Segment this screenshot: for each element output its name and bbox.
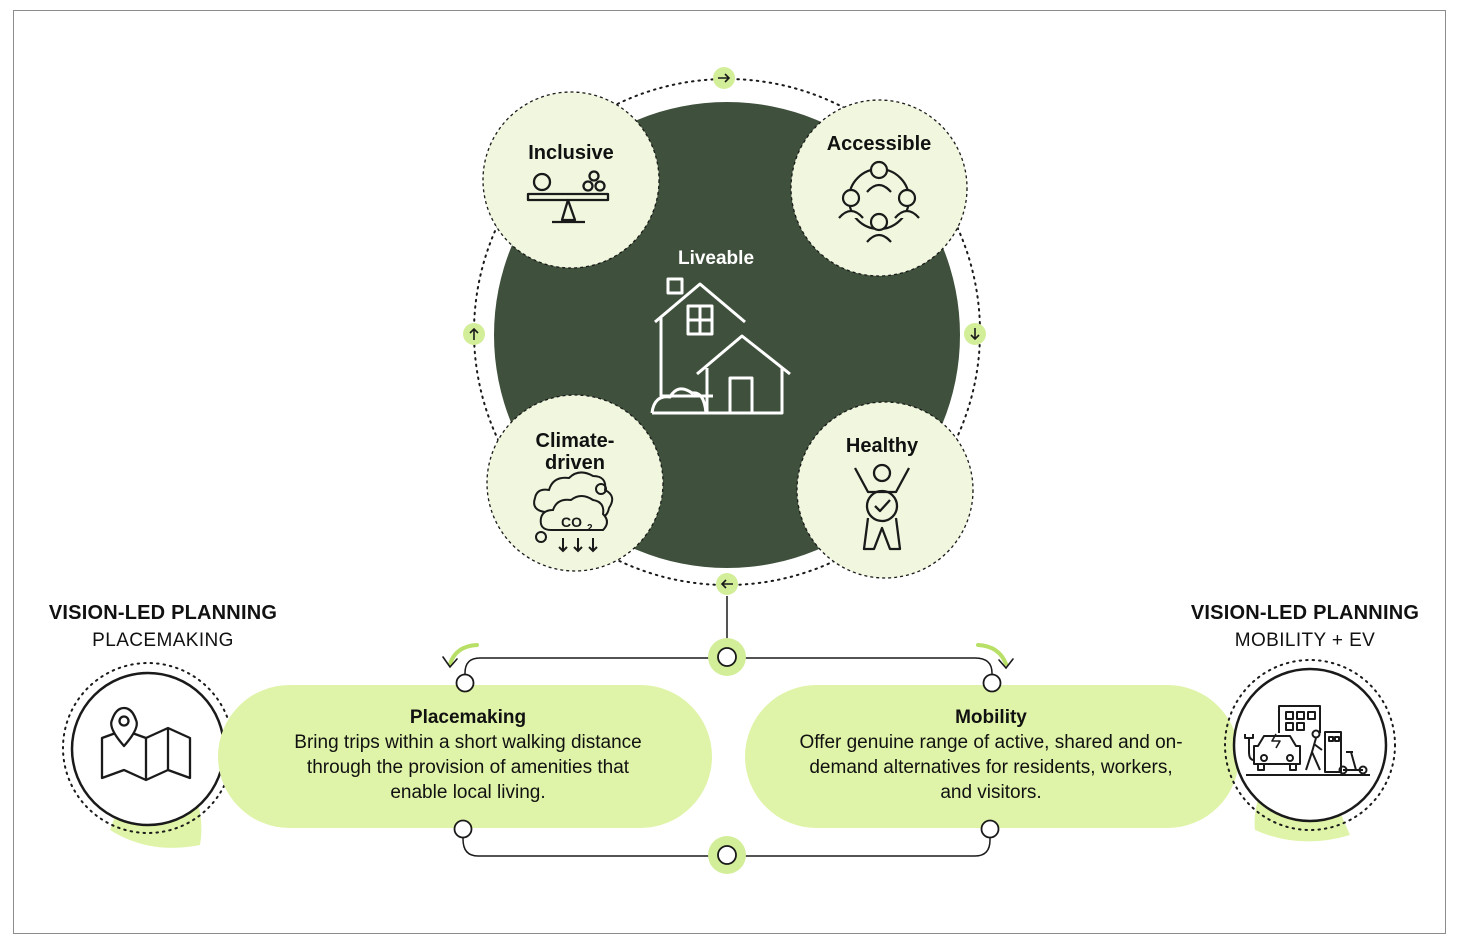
right-icon-dotted-ring bbox=[1224, 659, 1396, 831]
person-check-icon bbox=[853, 463, 911, 551]
inclusive-circle bbox=[482, 91, 660, 269]
svg-text:CO: CO bbox=[561, 514, 582, 530]
orbit-arrow-right bbox=[964, 323, 986, 345]
connector-node-pill-right-top bbox=[982, 673, 1002, 693]
placemaking-title: Placemaking bbox=[409, 707, 527, 728]
connector-node-bottom-center bbox=[708, 836, 746, 874]
ev-mobility-icon bbox=[1244, 705, 1370, 776]
placemaking-description: Bring trips within a short walking dista… bbox=[294, 732, 642, 803]
right-icon-circle bbox=[1232, 667, 1388, 823]
climate-label: Climate- driven bbox=[535, 430, 615, 474]
mobility-pill bbox=[745, 685, 1239, 828]
accessible-label: Accessible bbox=[826, 133, 932, 155]
connector-node-pill-left-top bbox=[455, 673, 475, 693]
connector-node-pill-left-bottom bbox=[453, 819, 473, 839]
orbit-arrow-bottom bbox=[716, 573, 738, 595]
healthy-label: Healthy bbox=[845, 435, 919, 457]
right-heading: VISION-LED PLANNING bbox=[1190, 602, 1420, 624]
people-network-icon bbox=[838, 160, 920, 243]
orbit-arrow-left bbox=[463, 323, 485, 345]
left-heading: VISION-LED PLANNING bbox=[48, 602, 278, 624]
healthy-circle bbox=[796, 401, 974, 579]
mobility-pill-text: Mobility Offer genuine range of active, … bbox=[795, 706, 1187, 805]
mobility-title: Mobility bbox=[955, 707, 1027, 728]
diagram-frame bbox=[13, 10, 1446, 934]
climate-circle bbox=[486, 394, 664, 572]
co2-cloud-icon: CO 2 bbox=[533, 471, 614, 553]
placemaking-pill bbox=[218, 685, 712, 828]
connector-node-top-center bbox=[708, 638, 746, 676]
left-icon-circle bbox=[70, 671, 226, 827]
svg-text:2: 2 bbox=[587, 523, 593, 534]
balance-scale-icon bbox=[526, 170, 610, 224]
mobility-description: Offer genuine range of active, shared an… bbox=[799, 732, 1183, 803]
right-subheading: MOBILITY + EV bbox=[1234, 630, 1376, 651]
orbit-arrow-top bbox=[713, 67, 735, 89]
left-curved-arrow bbox=[442, 643, 479, 669]
map-pin-icon bbox=[100, 706, 192, 782]
left-subheading: PLACEMAKING bbox=[92, 630, 234, 651]
center-label: Liveable bbox=[677, 248, 755, 269]
right-curved-arrow bbox=[976, 643, 1014, 670]
house-icon bbox=[650, 277, 791, 415]
placemaking-pill-text: Placemaking Bring trips within a short w… bbox=[285, 706, 651, 805]
inclusive-label: Inclusive bbox=[528, 142, 614, 164]
connector-node-pill-right-bottom bbox=[980, 819, 1000, 839]
